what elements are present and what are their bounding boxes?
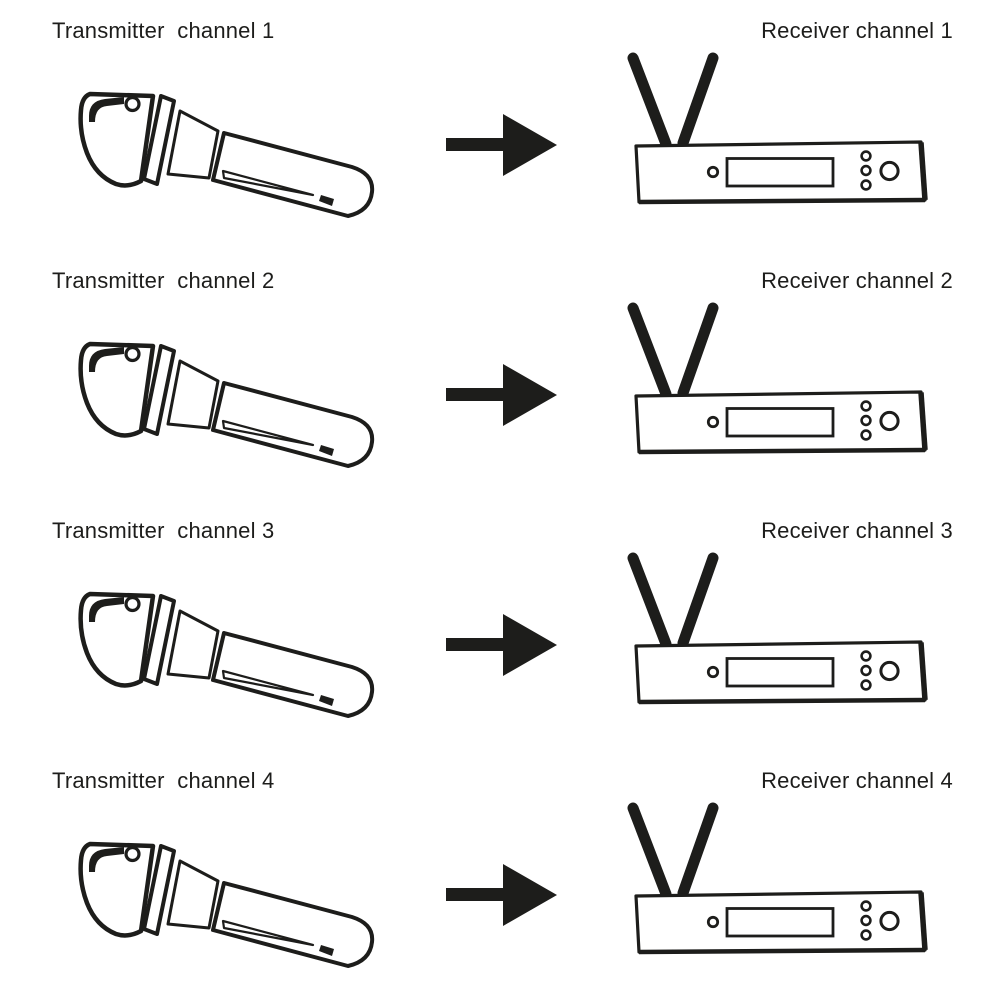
receiver-unit-icon xyxy=(612,550,942,715)
right-arrow-icon xyxy=(443,363,558,427)
receiver-unit-icon xyxy=(612,300,942,465)
channel-row-1: Transmitter channel 1 Receiver channel 1 xyxy=(0,0,1000,250)
receiver-label: Receiver channel 4 xyxy=(761,768,953,793)
channel-row-3: Transmitter channel 3 Receiver channel 3 xyxy=(0,500,1000,750)
right-arrow-icon xyxy=(443,113,558,177)
channel-row-4: Transmitter channel 4 Receiver channel 4 xyxy=(0,750,1000,1000)
right-arrow-icon xyxy=(443,613,558,677)
receiver-label: Receiver channel 2 xyxy=(761,268,953,293)
handheld-microphone-icon xyxy=(60,80,380,225)
receiver-unit-icon xyxy=(612,800,942,965)
channel-row-2: Transmitter channel 2 Receiver channel 2 xyxy=(0,250,1000,500)
transmitter-label: Transmitter channel 2 xyxy=(52,268,275,293)
receiver-unit-icon xyxy=(612,50,942,215)
transmitter-label: Transmitter channel 1 xyxy=(52,18,275,43)
receiver-label: Receiver channel 3 xyxy=(761,518,953,543)
handheld-microphone-icon xyxy=(60,330,380,475)
handheld-microphone-icon xyxy=(60,580,380,725)
handheld-microphone-icon xyxy=(60,830,380,975)
transmitter-label: Transmitter channel 3 xyxy=(52,518,275,543)
right-arrow-icon xyxy=(443,863,558,927)
receiver-label: Receiver channel 1 xyxy=(761,18,953,43)
transmitter-label: Transmitter channel 4 xyxy=(52,768,275,793)
